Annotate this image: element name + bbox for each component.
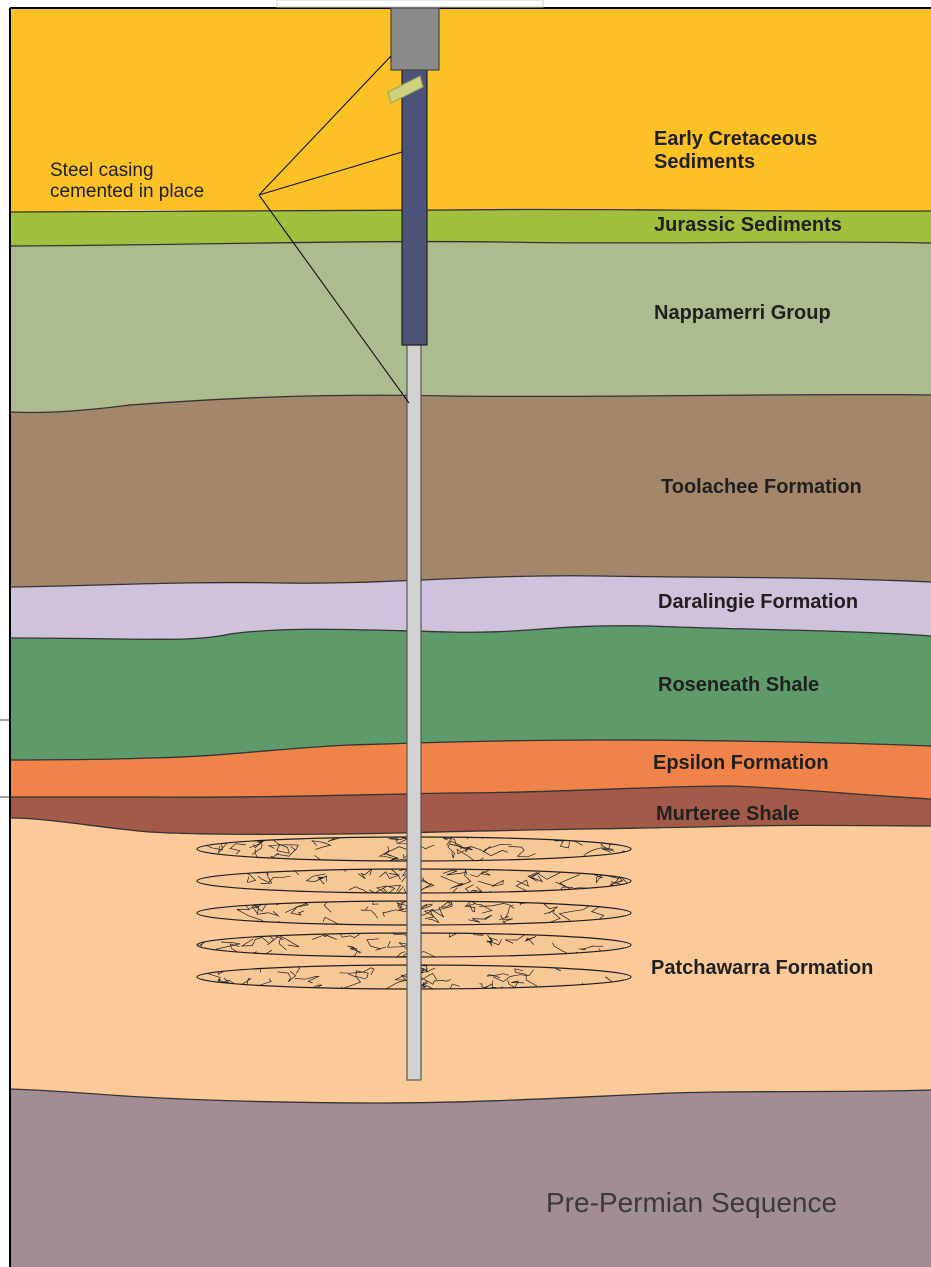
layer-jurassic [10,209,931,246]
callout-leaders [258,55,410,404]
layer-patchawarra [10,818,931,1103]
casing-collar [387,75,424,104]
label-toolachee: Toolachee Formation [661,476,862,498]
label-epsilon: Epsilon Formation [653,752,829,774]
label-jurassic: Jurassic Sediments [654,214,842,236]
label-early-cretaceous-line-1: Early Cretaceous [654,128,818,150]
layer-daralingie [10,575,931,640]
layer-nappamerri [10,241,931,413]
well [387,7,440,1081]
layer-roseneath [10,625,931,760]
layer-epsilon [10,740,931,799]
layer-pre-permian [10,1089,931,1267]
steel-casing-callout: Steel casing cemented in place [50,160,204,202]
label-daralingie: Daralingie Formation [658,591,859,613]
layer-early-cretaceous [10,8,931,214]
production-liner [406,344,422,1081]
label-roseneath: Roseneath Shale [658,674,820,696]
layer-boundaries [9,208,931,1104]
label-pre-permian: Pre-Permian Sequence [546,1187,838,1218]
label-patchawarra: Patchawarra Formation [651,957,874,979]
layer-toolachee [10,394,931,587]
callout-line-2: cemented in place [50,181,205,202]
label-nappamerri: Nappamerri Group [654,302,831,324]
steel-casing [401,67,428,346]
label-early-cretaceous: Early Cretaceous Sediments [654,128,817,174]
label-early-cretaceous-line-2: Sediments [654,151,756,173]
layer-murteree [10,786,931,835]
callout-line-1: Steel casing [50,160,154,181]
wellhead [390,7,440,71]
label-murteree: Murteree Shale [656,803,800,825]
